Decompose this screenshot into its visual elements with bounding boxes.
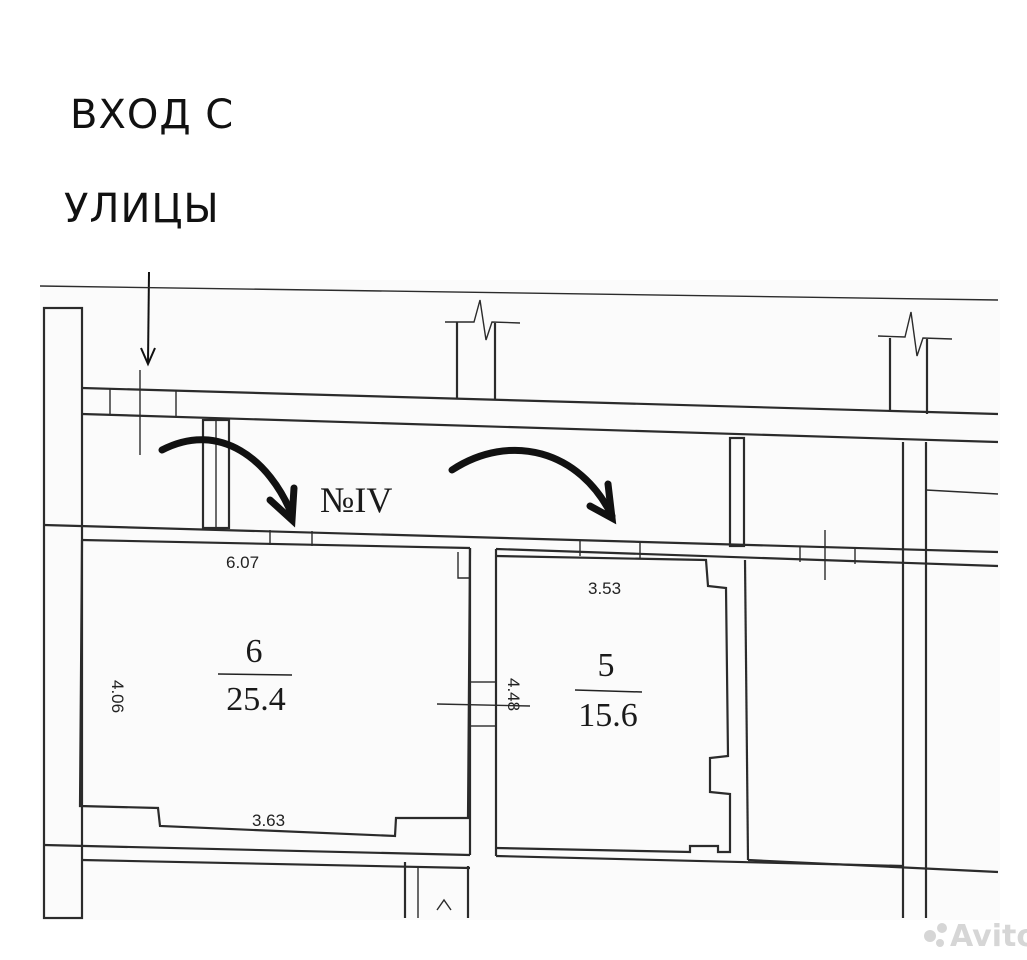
room-5-outline bbox=[495, 554, 750, 861]
entrance-label-line2: УЛИЦЫ bbox=[64, 186, 220, 232]
vent-symbol-left bbox=[445, 299, 521, 400]
watermark-dot-icon bbox=[924, 930, 936, 942]
room6-side-dimension: 4.06 bbox=[108, 680, 127, 713]
room5-side-dimension: 4.48 bbox=[504, 678, 523, 711]
right-rooms bbox=[747, 442, 999, 918]
vent-symbol-right bbox=[877, 311, 953, 414]
avito-watermark: Avito bbox=[924, 919, 1027, 954]
room6-bottom-dimension: 3.63 bbox=[252, 811, 285, 830]
scan-area bbox=[40, 280, 1000, 920]
door-arrow-right bbox=[448, 446, 617, 525]
corridor-walls bbox=[81, 370, 999, 455]
room-5-number: 5 bbox=[598, 647, 615, 684]
room-6-area: 25.4 bbox=[226, 681, 286, 718]
unit-label: №IV bbox=[320, 480, 392, 520]
watermark-dot-icon bbox=[937, 923, 947, 933]
room-6-number: 6 bbox=[246, 633, 263, 670]
door-arrow-left bbox=[158, 436, 298, 528]
outer-wall-top bbox=[39, 285, 999, 301]
watermark-text: Avito bbox=[950, 919, 1027, 954]
bottom-walls bbox=[43, 843, 904, 918]
room6-top-dimension: 6.07 bbox=[226, 553, 259, 572]
room-5-area: 15.6 bbox=[578, 697, 638, 734]
room-6-outline bbox=[78, 539, 472, 838]
entrance-label-line1: ВХОД С bbox=[70, 92, 234, 138]
partition-6-5 bbox=[436, 548, 531, 856]
room-6-label: 6 25.4 bbox=[217, 633, 293, 718]
rooms-top-wall bbox=[43, 523, 999, 580]
watermark-dot-icon bbox=[936, 939, 944, 947]
room-5-label: 5 15.6 bbox=[574, 647, 643, 734]
room5-top-dimension: 3.53 bbox=[588, 579, 621, 598]
